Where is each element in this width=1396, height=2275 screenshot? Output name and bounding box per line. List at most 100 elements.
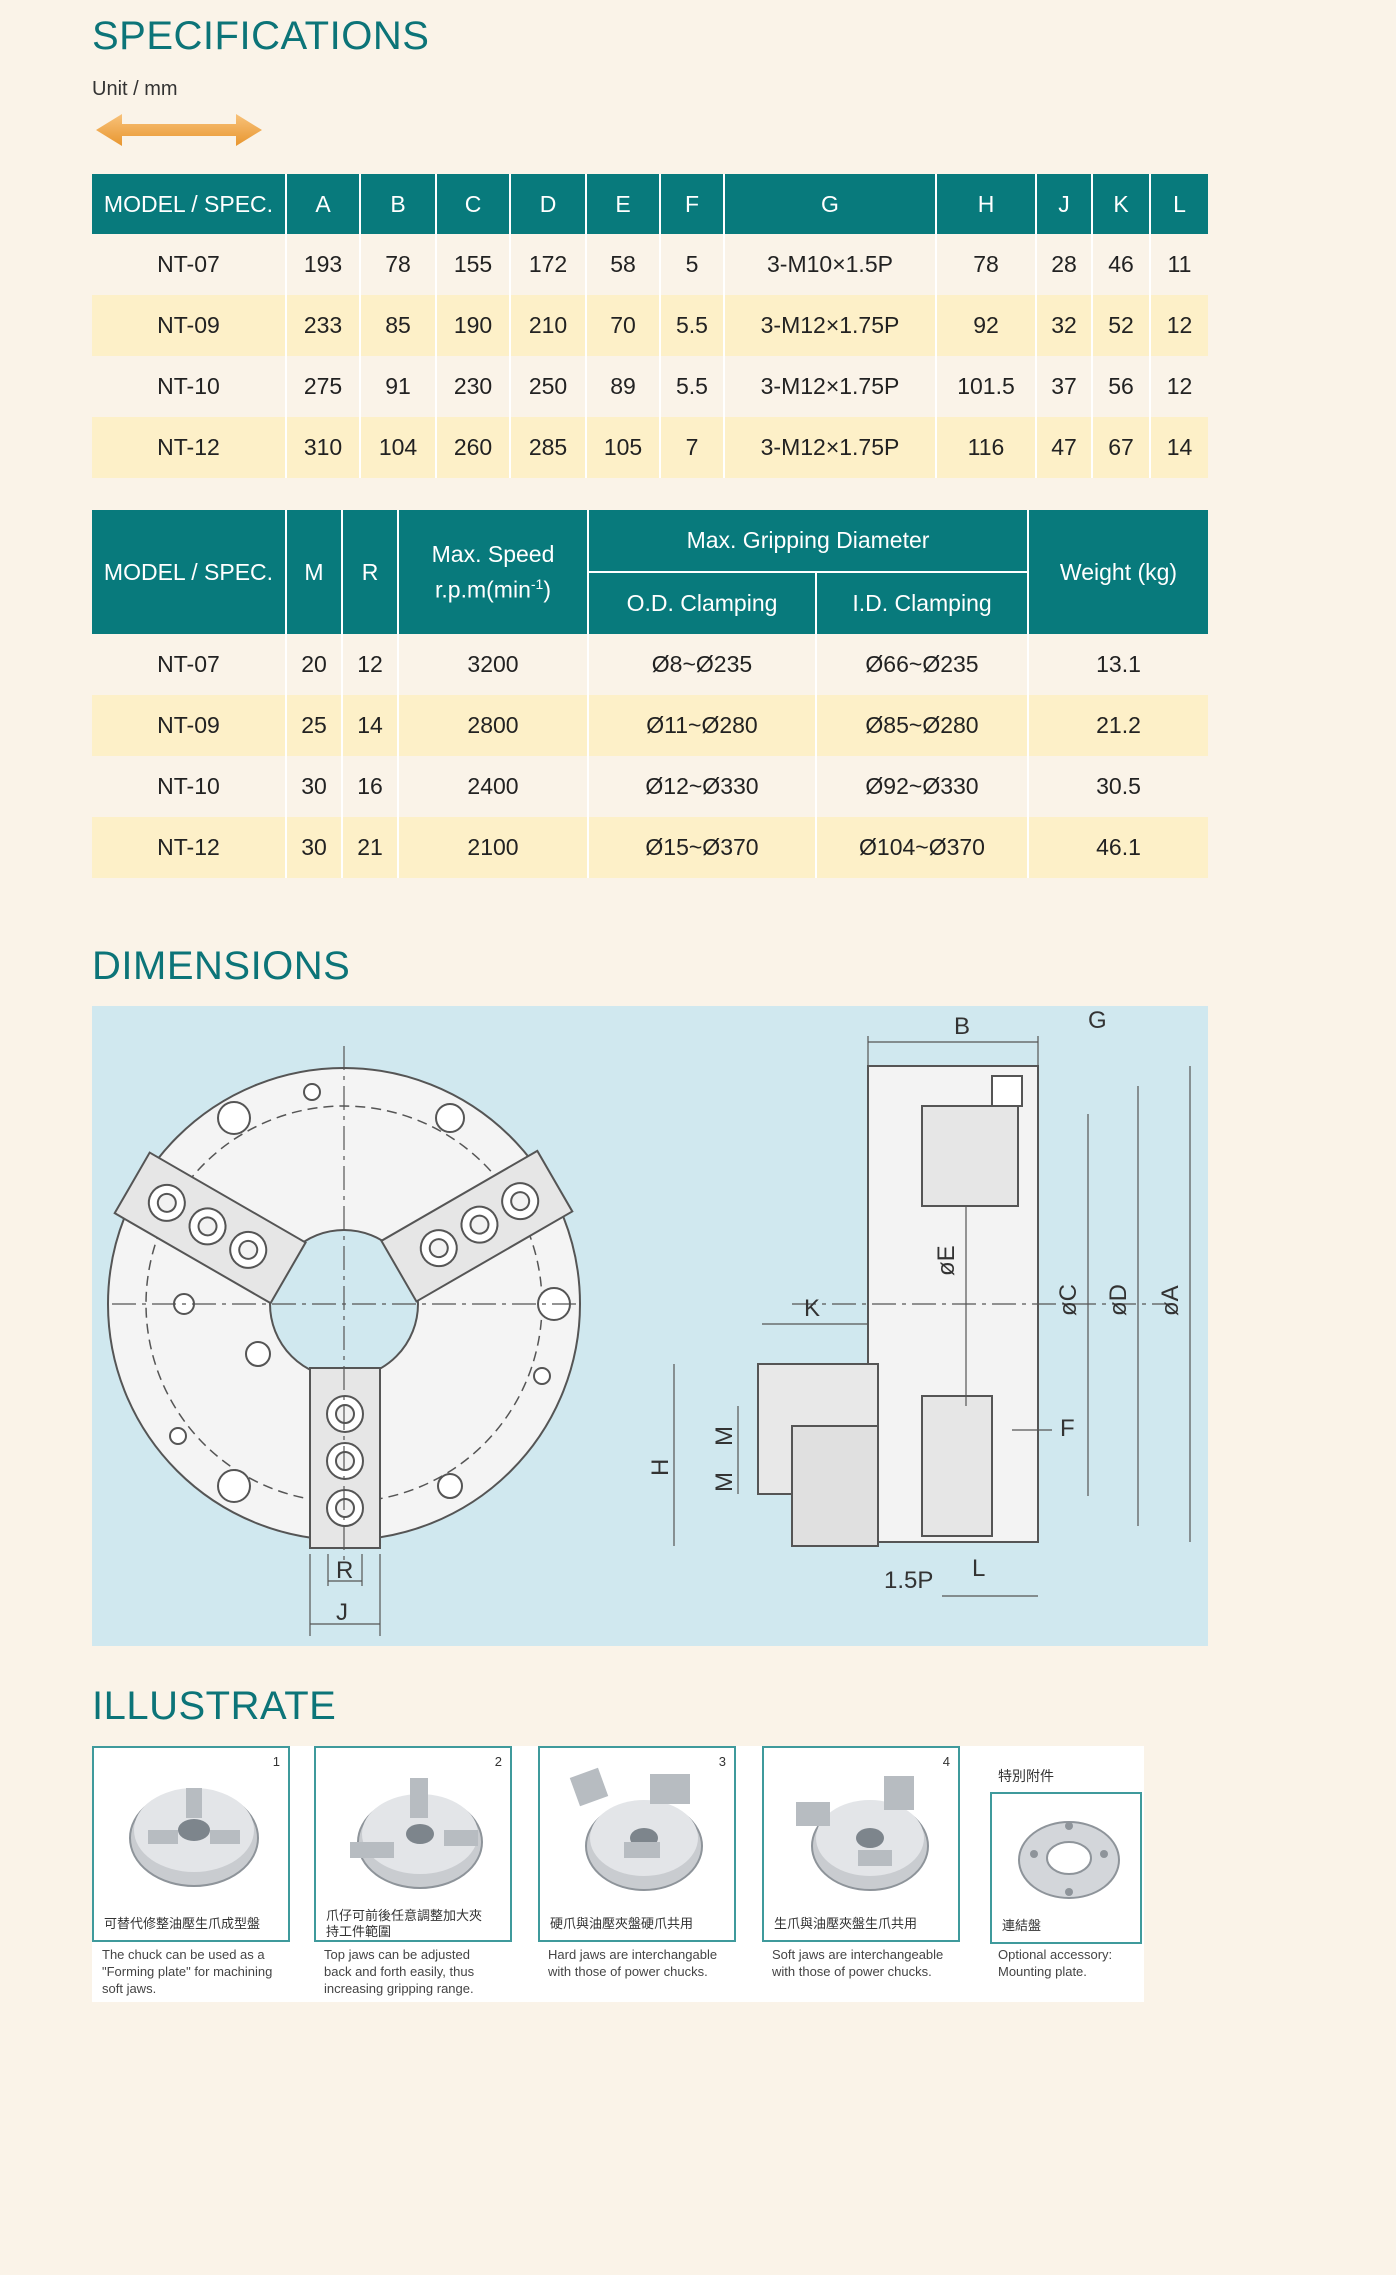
header-speed-line1: Max. Speed bbox=[431, 541, 555, 568]
chuck-technical-drawing: B G K øE øC øD øA F H M M 1.5P L R J bbox=[107, 1007, 1191, 1636]
model-cell: NT-10 bbox=[92, 756, 287, 817]
illustrate-heading: ILLUSTRATE bbox=[92, 1684, 337, 1728]
card-chinese-caption: 爪仔可前後任意調整加大夾持工件範圍 bbox=[326, 1908, 483, 1939]
model-cell: NT-12 bbox=[92, 417, 287, 478]
value-cell: 172 bbox=[509, 234, 587, 295]
unit-label: Unit / mm bbox=[92, 78, 178, 100]
header-cell: A bbox=[285, 174, 361, 234]
value-cell: 89 bbox=[585, 356, 661, 417]
card-frame: 連結盤 bbox=[990, 1792, 1142, 1944]
label-j: J bbox=[336, 1599, 348, 1626]
value-cell: 5 bbox=[659, 234, 725, 295]
value-cell: 30.5 bbox=[1027, 756, 1209, 817]
value-cell: 25 bbox=[285, 695, 343, 756]
header-max-speed: Max. Speed r.p.m(min-1) bbox=[397, 510, 589, 634]
card-number: 4 bbox=[942, 1754, 950, 1769]
value-cell: Ø85~Ø280 bbox=[814, 695, 1030, 756]
value-cell: 230 bbox=[435, 356, 511, 417]
value-cell: 13.1 bbox=[1027, 634, 1209, 695]
value-cell: 46 bbox=[1091, 234, 1151, 295]
model-cell: NT-09 bbox=[92, 295, 287, 356]
label-p: 1.5P bbox=[884, 1567, 933, 1594]
value-cell: 101.5 bbox=[935, 356, 1037, 417]
header-cell: G bbox=[723, 174, 937, 234]
value-cell: Ø11~Ø280 bbox=[587, 695, 817, 756]
label-f: F bbox=[1060, 1415, 1075, 1442]
value-cell: 11 bbox=[1149, 234, 1208, 295]
value-cell: Ø92~Ø330 bbox=[814, 756, 1030, 817]
value-cell: 20 bbox=[285, 634, 343, 695]
value-cell: 3-M12×1.75P bbox=[723, 295, 937, 356]
label-c: øC bbox=[1055, 1284, 1082, 1316]
value-cell: 70 bbox=[585, 295, 661, 356]
value-cell: 210 bbox=[509, 295, 587, 356]
accessory-header: 特別附件 bbox=[998, 1768, 1054, 1784]
value-cell: 3-M12×1.75P bbox=[723, 417, 937, 478]
header-cell: K bbox=[1091, 174, 1151, 234]
model-cell: NT-09 bbox=[92, 695, 287, 756]
value-cell: 275 bbox=[285, 356, 361, 417]
header-cell: B bbox=[359, 174, 437, 234]
value-cell: 52 bbox=[1091, 295, 1151, 356]
model-cell: NT-12 bbox=[92, 817, 287, 878]
value-cell: 260 bbox=[435, 417, 511, 478]
card-number: 3 bbox=[718, 1754, 726, 1769]
card-frame: 1 可替代修整油壓生爪成型盤 bbox=[92, 1746, 290, 1942]
value-cell: 310 bbox=[285, 417, 361, 478]
header-cell: H bbox=[935, 174, 1037, 234]
card-chinese-caption: 可替代修整油壓生爪成型盤 bbox=[104, 1916, 261, 1931]
table-subheader-row: O.D. Clamping I.D. Clamping bbox=[92, 571, 1208, 634]
card-number: 1 bbox=[272, 1754, 280, 1769]
value-cell: 37 bbox=[1035, 356, 1093, 417]
model-cell: NT-07 bbox=[92, 634, 287, 695]
value-cell: 47 bbox=[1035, 417, 1093, 478]
value-cell: 12 bbox=[341, 634, 399, 695]
card-english-caption: Optional accessory:Mounting plate. bbox=[998, 1947, 1113, 1979]
header-speed-close: ) bbox=[543, 576, 551, 603]
drawing-labels: B G K øE øC øD øA F H M M 1.5P L R J bbox=[336, 1007, 1184, 1626]
value-cell: 21.2 bbox=[1027, 695, 1209, 756]
value-cell: 21 bbox=[341, 817, 399, 878]
model-cell: NT-10 bbox=[92, 356, 287, 417]
chuck-photo-icon bbox=[129, 1788, 259, 1887]
value-cell: 2400 bbox=[397, 756, 589, 817]
header-cell: J bbox=[1035, 174, 1093, 234]
header-speed-line2: r.p.m(min bbox=[435, 576, 531, 603]
header-max-gripping: Max. Gripping Diameter bbox=[586, 510, 1030, 572]
value-cell: 193 bbox=[285, 234, 361, 295]
value-cell: 233 bbox=[285, 295, 361, 356]
header-cell: F bbox=[659, 174, 725, 234]
value-cell: 2800 bbox=[397, 695, 589, 756]
chuck-photo-icon bbox=[796, 1776, 929, 1891]
value-cell: Ø104~Ø370 bbox=[814, 817, 1030, 878]
value-cell: Ø15~Ø370 bbox=[587, 817, 817, 878]
card-frame: 3 硬爪與油壓夾盤硬爪共用 bbox=[538, 1746, 736, 1942]
header-cell: D bbox=[509, 174, 587, 234]
value-cell: 16 bbox=[341, 756, 399, 817]
label-r: R bbox=[336, 1557, 353, 1584]
header-cell: E bbox=[585, 174, 661, 234]
value-cell: 3-M10×1.5P bbox=[723, 234, 937, 295]
value-cell: 116 bbox=[935, 417, 1037, 478]
value-cell: 58 bbox=[585, 234, 661, 295]
label-b: B bbox=[954, 1013, 970, 1040]
header-cell: L bbox=[1149, 174, 1208, 234]
header-cell: MODEL / SPEC. bbox=[92, 174, 287, 234]
value-cell: 78 bbox=[935, 234, 1037, 295]
value-cell: 104 bbox=[359, 417, 437, 478]
value-cell: 155 bbox=[435, 234, 511, 295]
header-weight: Weight (kg) bbox=[1027, 510, 1209, 634]
value-cell: 91 bbox=[359, 356, 437, 417]
value-cell: 5.5 bbox=[659, 356, 725, 417]
label-m1: M bbox=[711, 1426, 738, 1446]
value-cell: 190 bbox=[435, 295, 511, 356]
header-od-clamping: O.D. Clamping bbox=[588, 571, 817, 634]
value-cell: 30 bbox=[285, 756, 343, 817]
label-l: L bbox=[972, 1555, 985, 1582]
value-cell: 285 bbox=[509, 417, 587, 478]
